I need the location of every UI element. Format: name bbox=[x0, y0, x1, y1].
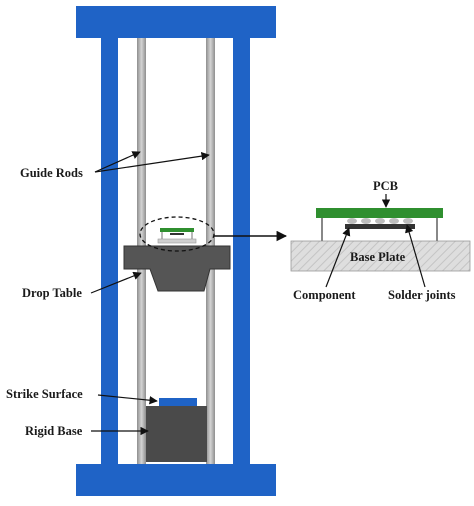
detail-view bbox=[290, 208, 471, 272]
label-component: Component bbox=[293, 288, 356, 302]
label-pcb: PCB bbox=[373, 179, 398, 193]
zoom-ellipse bbox=[139, 216, 215, 252]
pointer-guide-rods-left bbox=[94, 151, 141, 173]
drop-table bbox=[123, 216, 231, 292]
top-crossbar bbox=[76, 6, 276, 38]
pointer-strike-surface bbox=[97, 394, 158, 405]
label-rigid-base: Rigid Base bbox=[25, 424, 83, 438]
pointer-guide-rods-right bbox=[94, 151, 210, 173]
right-column bbox=[233, 38, 250, 464]
bottom-crossbar bbox=[76, 464, 276, 496]
pointer-component bbox=[325, 227, 351, 288]
label-strike-surface: Strike Surface bbox=[6, 387, 83, 401]
component bbox=[345, 224, 415, 229]
base-plate bbox=[290, 240, 471, 272]
mini-pcb bbox=[160, 228, 194, 232]
pointer-solder-joints bbox=[405, 224, 426, 288]
label-base-plate: Base Plate bbox=[350, 250, 406, 264]
solder-joints bbox=[347, 218, 413, 224]
label-solder-joints: Solder joints bbox=[388, 288, 456, 302]
label-guide-rods: Guide Rods bbox=[20, 166, 83, 180]
label-drop-table: Drop Table bbox=[22, 286, 82, 300]
test-frame bbox=[76, 6, 276, 496]
pcb-board bbox=[316, 208, 443, 218]
strike-surface bbox=[159, 398, 197, 406]
rigid-base bbox=[146, 406, 207, 462]
left-column bbox=[101, 38, 118, 464]
pointer-drop-table bbox=[90, 271, 142, 294]
